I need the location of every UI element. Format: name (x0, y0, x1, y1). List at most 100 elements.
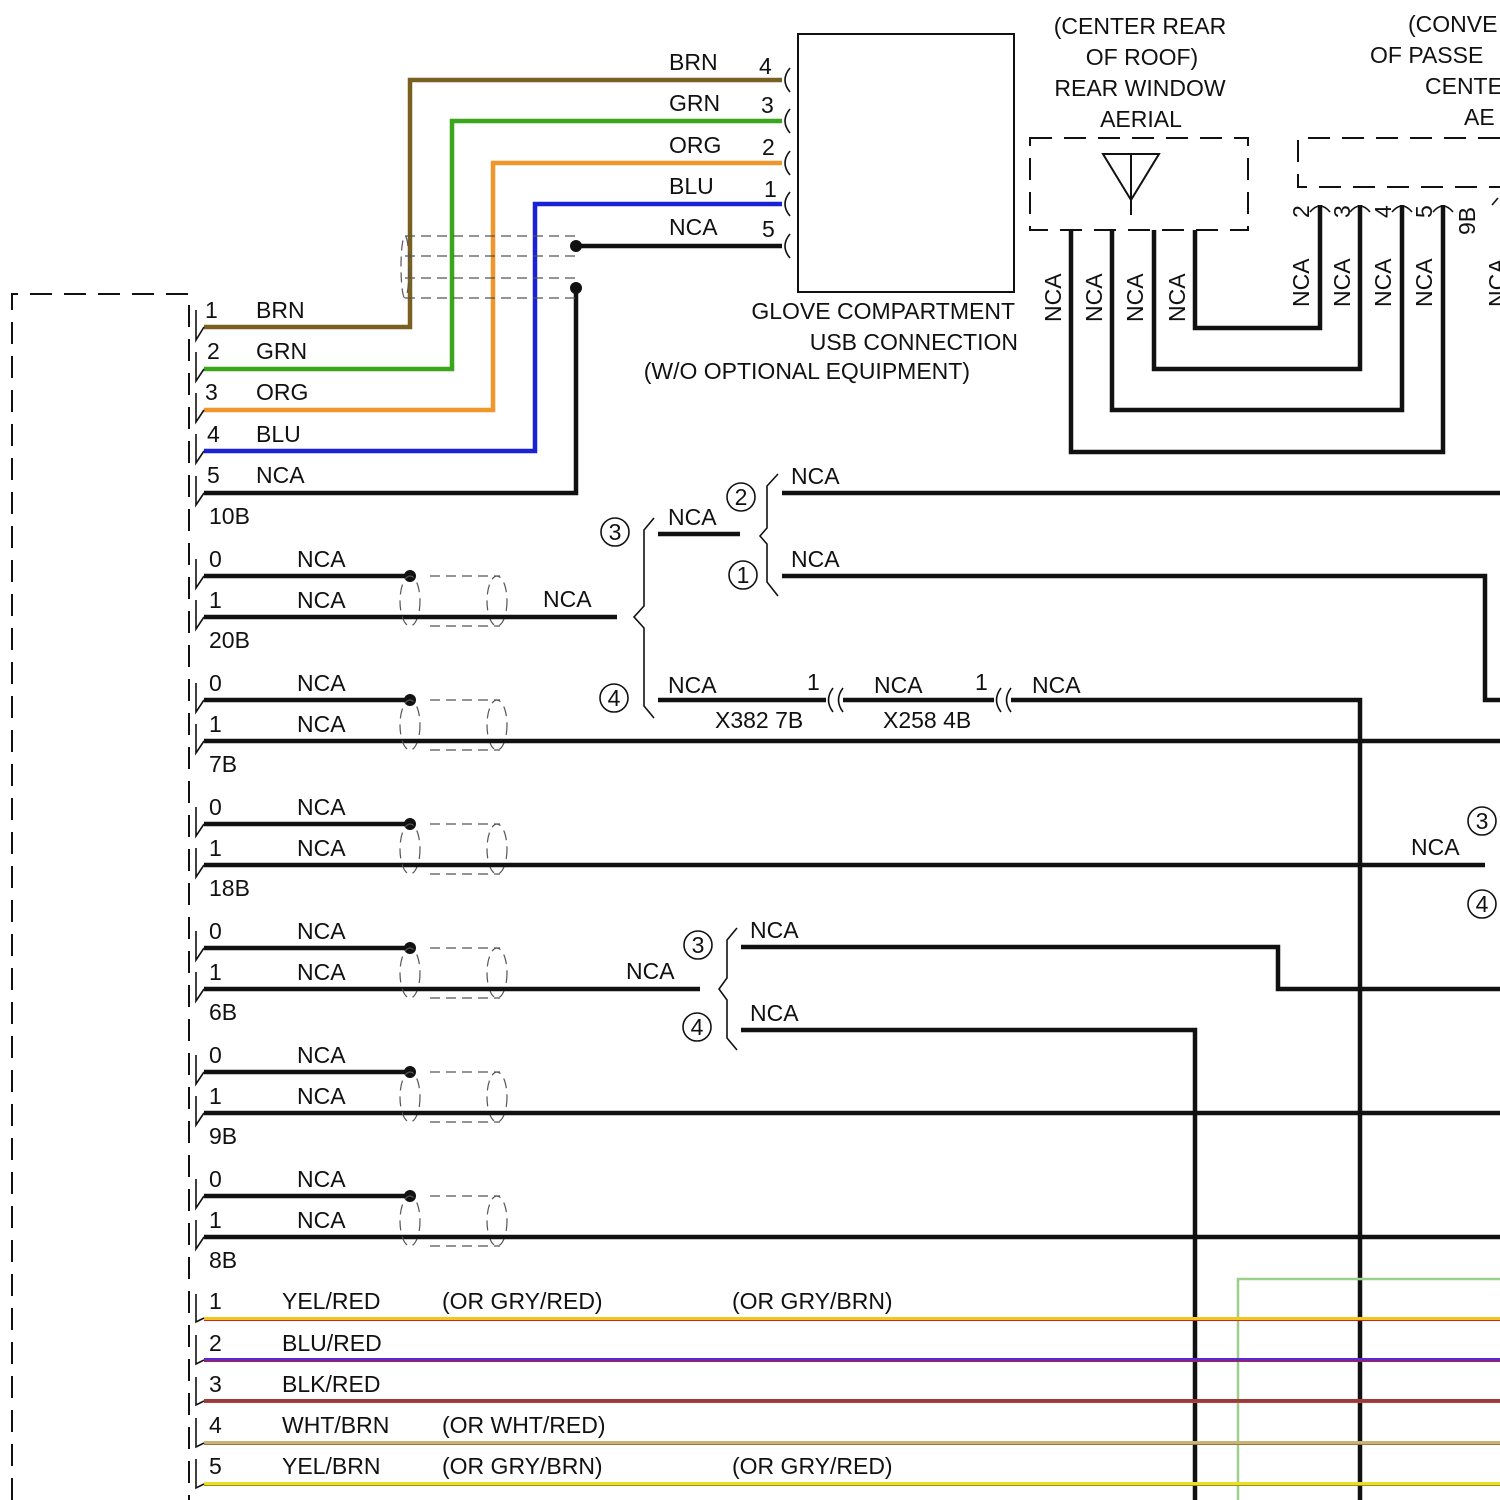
pin-number: 0 (209, 1166, 222, 1192)
wire-color: WHT/BRN (282, 1412, 389, 1438)
pin-bracket (196, 848, 204, 877)
pin-bracket (196, 931, 204, 960)
usb-label: (W/O OPTIONAL EQUIPMENT) (644, 358, 970, 384)
connector-label: 8B (209, 1247, 237, 1273)
splice-brace (719, 928, 737, 1050)
right-connector-label: 9B (1454, 207, 1480, 235)
aerial-wires (1071, 205, 1443, 452)
inline-pin: 1 (975, 669, 988, 695)
pin-bracket (196, 724, 204, 753)
usb-wire-color: GRN (669, 90, 720, 116)
usb-wire-color: BLU (669, 173, 714, 199)
pin-number: 1 (209, 587, 222, 613)
usb-connection-box (798, 34, 1014, 292)
pin-number: 4 (207, 421, 220, 447)
pin-number: 1 (209, 1288, 222, 1314)
connector-label: 20B (209, 627, 250, 653)
right-block-label: CENTE (1425, 73, 1500, 99)
right-partial-label: NCA (1484, 258, 1500, 307)
pin-bracket (196, 559, 204, 588)
usb-pin-number: 4 (759, 53, 772, 79)
wire-label: NCA (297, 835, 346, 861)
pin-number: 0 (209, 794, 222, 820)
wire-inline-out (1011, 700, 1360, 1500)
pin-number: 0 (209, 670, 222, 696)
wire-label: NCA (297, 711, 346, 737)
aerial-label: OF ROOF) (1086, 44, 1198, 70)
shield-group-18b: 0NCA1NCA18B (196, 794, 507, 901)
pin-bracket (196, 1096, 204, 1125)
connector-label: 7B (209, 751, 237, 777)
node-number: 2 (735, 484, 748, 510)
inline-connector-x382 (829, 688, 844, 712)
wire-label: NCA (297, 1166, 346, 1192)
connector-label: 6B (209, 999, 237, 1025)
wire-color: BRN (256, 297, 305, 323)
usb-wire-color: NCA (669, 214, 718, 240)
wire-color: YEL/RED (282, 1288, 380, 1314)
connector-label: 9B (209, 1123, 237, 1149)
wire-color: BLK/RED (282, 1371, 380, 1397)
aerial-label: REAR WINDOW (1054, 75, 1226, 101)
node-label: NCA (791, 463, 840, 489)
pin-number: 5 (207, 462, 220, 488)
usb-pin-number: 3 (761, 92, 774, 118)
node-label: NCA (750, 1000, 799, 1026)
connector-label: 18B (209, 875, 250, 901)
wire-color: NCA (256, 462, 305, 488)
right-block-label: OF PASSE (1370, 42, 1483, 68)
node-number: 3 (609, 519, 622, 545)
inline-connector-label: X382 7B (715, 707, 803, 733)
shield-lines (405, 236, 576, 298)
usb-pin-number: 5 (762, 216, 775, 242)
node-number: 4 (691, 1014, 704, 1040)
pin-bracket (196, 1055, 204, 1084)
connector-10b-brackets (196, 310, 204, 505)
pin-number: 4 (209, 1412, 222, 1438)
aerial-wire-label: NCA (1164, 273, 1190, 322)
radio-unit-outline (12, 294, 189, 1500)
wire-label: NCA (297, 546, 346, 572)
pin-number: 5 (209, 1453, 222, 1479)
usb-wire-color: BRN (669, 49, 718, 75)
wire-color: BLU (256, 421, 301, 447)
wire-alt-color: (OR GRY/RED) (442, 1288, 603, 1314)
node-label: NCA (1411, 834, 1460, 860)
wire-label: NCA (297, 918, 346, 944)
pin-number: 3 (209, 1371, 222, 1397)
aerial-box (1030, 138, 1248, 230)
wire-color: ORG (256, 379, 308, 405)
wire-label: NCA (297, 1042, 346, 1068)
wire-label: NCA (297, 670, 346, 696)
usb-pin-number: 2 (762, 134, 775, 160)
inline-label: NCA (874, 672, 923, 698)
pin-number: 3 (205, 379, 218, 405)
splice-brace (634, 518, 654, 718)
wire-alt-color: (OR GRY/BRN) (442, 1453, 603, 1479)
splice-input-label: NCA (543, 586, 592, 612)
pin-bracket (196, 600, 204, 629)
inline-pin: 1 (807, 669, 820, 695)
usb-wire-color: ORG (669, 132, 721, 158)
node-number: 4 (1476, 891, 1489, 917)
pin-number: 0 (209, 918, 222, 944)
wire-alt-color: (OR GRY/BRN) (732, 1288, 893, 1314)
wire-color: YEL/BRN (282, 1453, 380, 1479)
pin-bracket (196, 807, 204, 836)
pin-number: 1 (205, 297, 218, 323)
pin-number: 1 (209, 959, 222, 985)
green-box-outline (1238, 1279, 1500, 1500)
right-pin-wire: NCA (1411, 258, 1437, 307)
pin-number: 1 (209, 711, 222, 737)
inline-connector-x258 (997, 688, 1012, 712)
right-pin-wire: NCA (1329, 258, 1355, 307)
right-pin-wire: NCA (1288, 258, 1314, 307)
inline-label: NCA (1032, 672, 1081, 698)
right-block-box (1298, 138, 1500, 187)
